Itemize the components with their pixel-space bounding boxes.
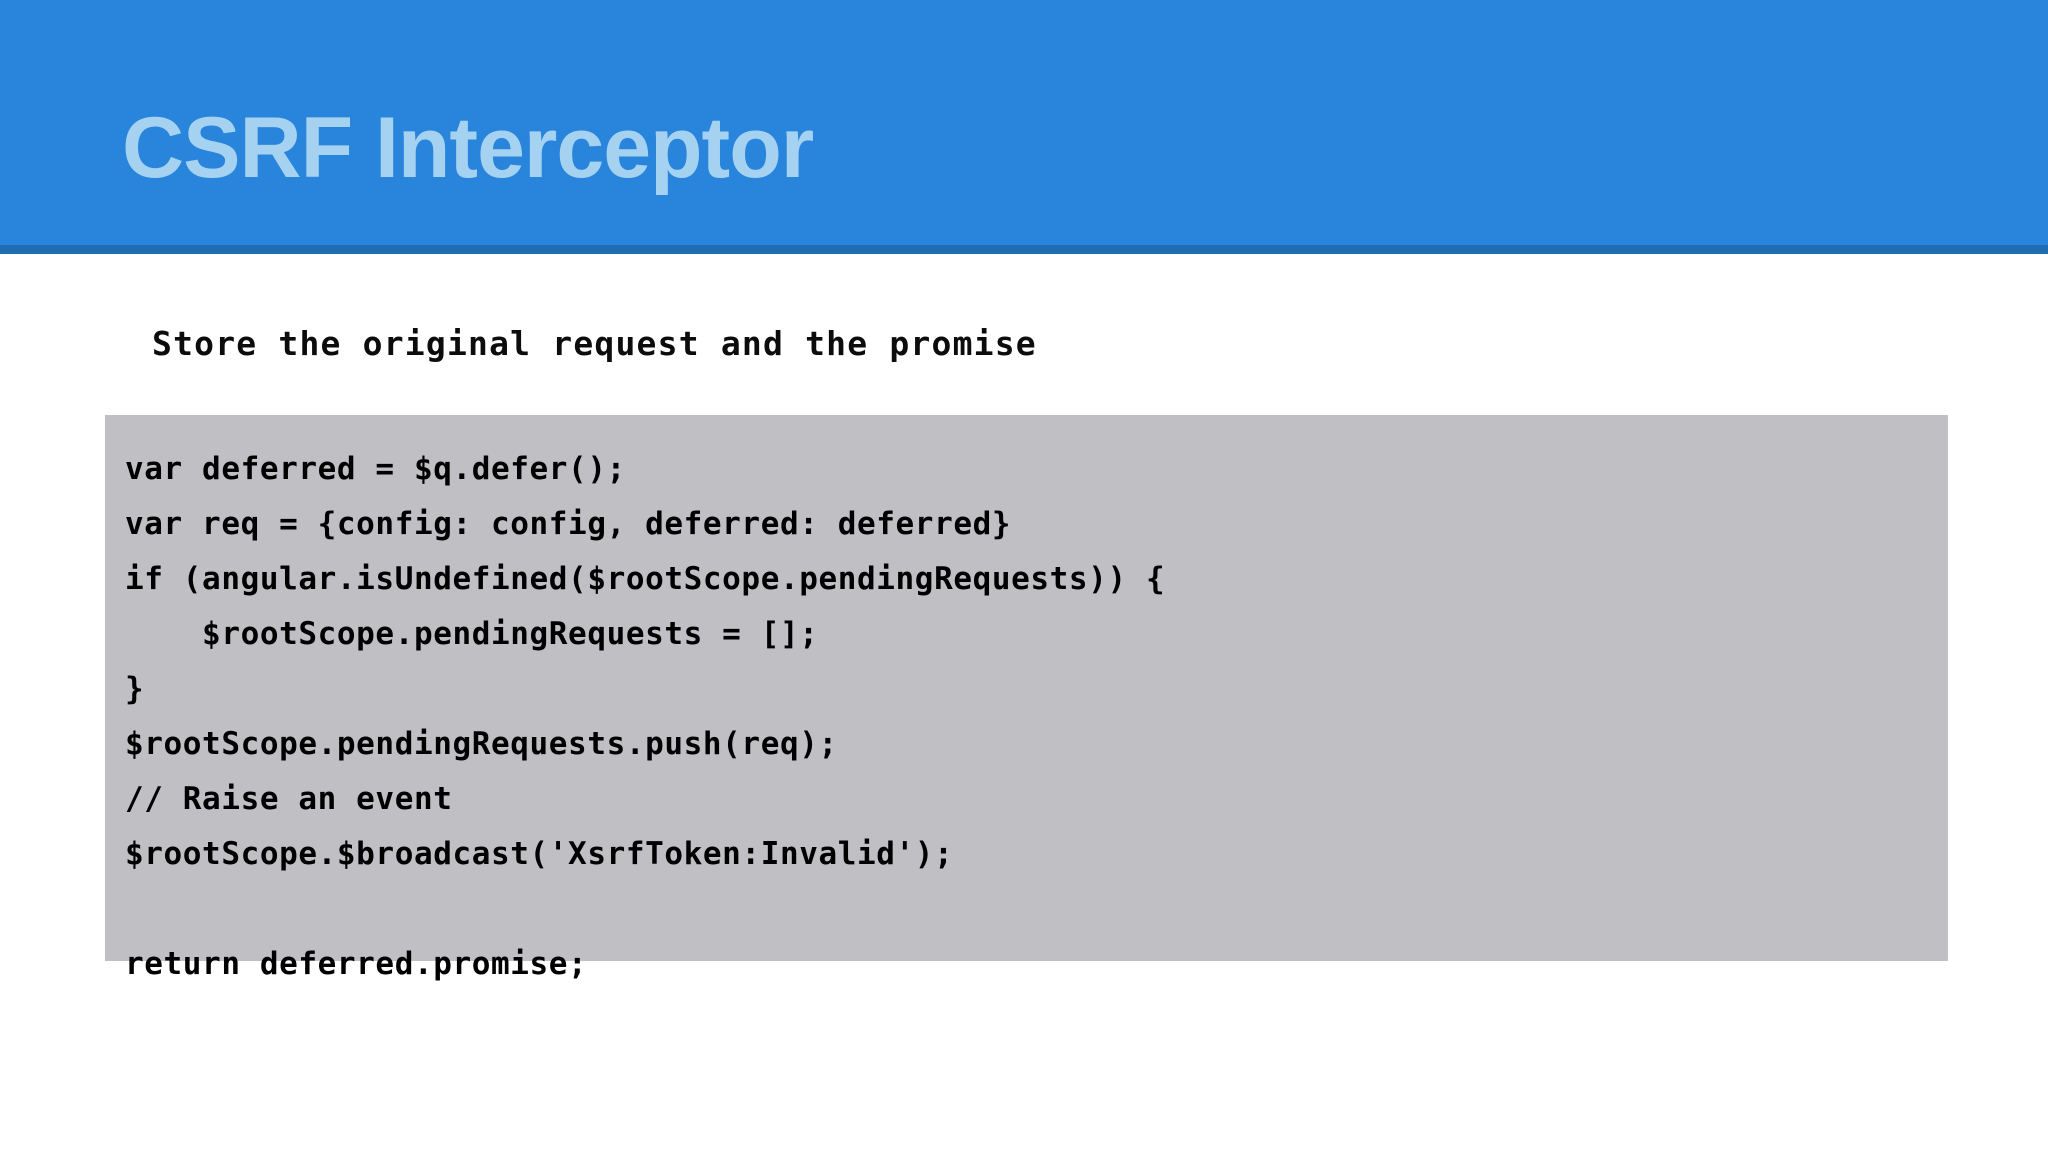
code-line: var req = {config: config, deferred: def…	[125, 506, 1012, 542]
code-line: $rootScope.pendingRequests.push(req);	[125, 726, 838, 762]
code-line: }	[125, 671, 145, 707]
code-line: return deferred.promise;	[125, 946, 588, 982]
code-block: var deferred = $q.defer(); var req = {co…	[105, 415, 1948, 982]
slide-header: CSRF Interceptor	[0, 0, 2048, 245]
code-line-blank	[105, 882, 1948, 937]
slide-body: Store the original request and the promi…	[0, 254, 2048, 1152]
code-line: $rootScope.$broadcast('XsrfToken:Invalid…	[125, 836, 954, 872]
header-underline-divider	[0, 245, 2048, 254]
code-line: // Raise an event	[125, 781, 453, 817]
section-caption: Store the original request and the promi…	[152, 324, 1037, 363]
code-line: var deferred = $q.defer();	[125, 451, 626, 487]
page-title: CSRF Interceptor	[122, 100, 814, 196]
code-line: $rootScope.pendingRequests = [];	[125, 616, 819, 652]
code-line: if (angular.isUndefined($rootScope.pendi…	[125, 561, 1166, 597]
